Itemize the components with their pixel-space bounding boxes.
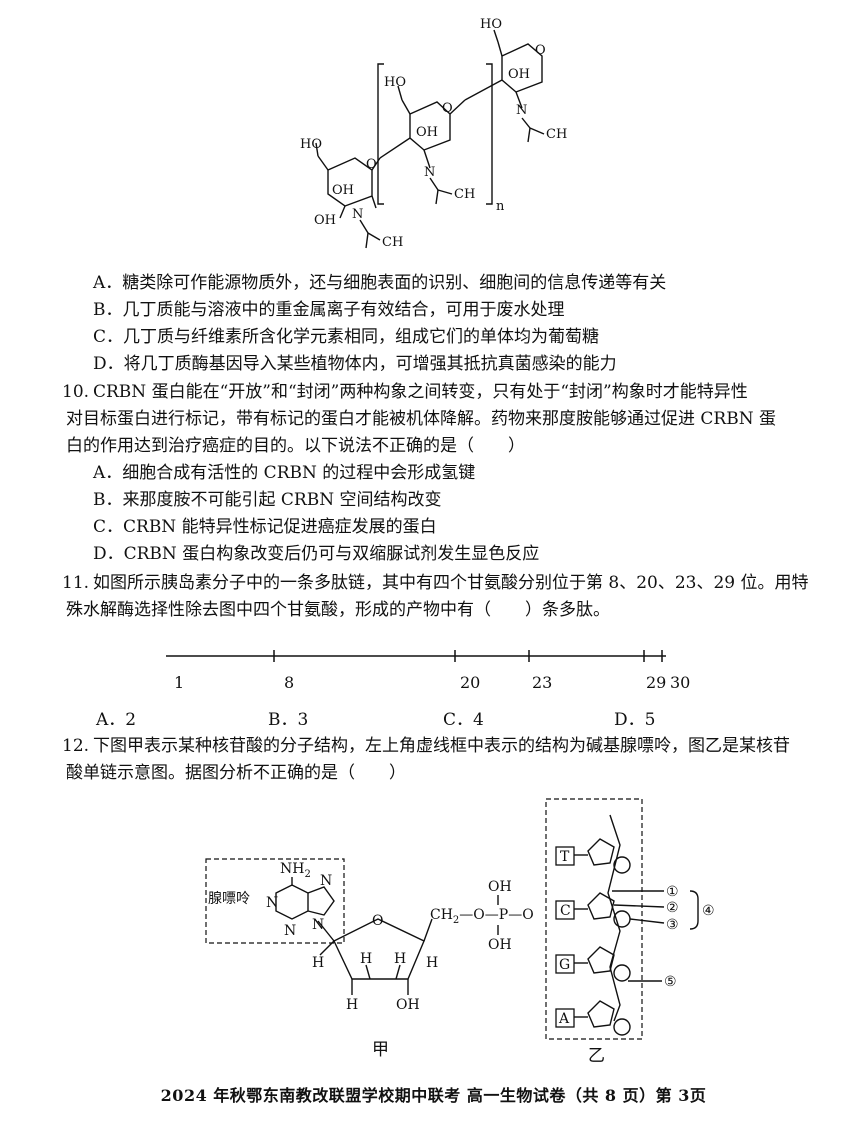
q11-stem-line-1: 如图所示胰岛素分子中的一条多肽链，其中有四个甘氨酸分别位于第 8、20、23、2…: [93, 573, 809, 593]
q10-stem-line-3: 白的作用达到治疗癌症的目的。以下说法不正确的是（ ）: [66, 436, 525, 456]
figure-jia-caption: 甲: [372, 1040, 389, 1060]
marker-3: ③: [666, 917, 679, 933]
struct-ho-3: HO: [480, 17, 502, 32]
base-g: G: [559, 957, 570, 973]
struct-nh-3: N: [516, 103, 527, 118]
q11-number: 11.: [62, 573, 90, 593]
struct-ch3-1: CH: [382, 235, 403, 250]
q11-stem-line-2: 殊水解酶选择性除去图中四个甘氨酸，形成的产物中有（ ）条多肽。: [66, 600, 610, 620]
ribose-h-5: H: [346, 997, 358, 1013]
base-label: 腺嘌呤: [208, 891, 250, 907]
q10-option-d: D．CRBN 蛋白构象改变后仍可与双缩脲试剂发生显色反应: [93, 544, 540, 564]
ribose-h-4: H: [426, 955, 438, 971]
chain-label-20: 20: [460, 673, 480, 692]
ch2-o-p-group: CH2—O—P—O: [430, 907, 534, 926]
struct-ch3-3: CH: [546, 127, 567, 142]
q10-stem-line-1: CRBN 蛋白能在“开放”和“封闭”两种构象之间转变，只有处于“封闭”构象时才能…: [93, 382, 748, 402]
nucleotide-strand-figure: T C G A ① ② ③ ④ ⑤ 乙: [545, 798, 715, 1065]
chain-label-23: 23: [532, 673, 552, 692]
base-c: C: [560, 903, 571, 919]
struct-o-2: O: [442, 101, 453, 116]
q11-choice-a: A．2: [96, 710, 137, 730]
purine-n-3: N: [320, 873, 332, 889]
struct-n-subscript: n: [496, 199, 505, 214]
struct-oh-1: OH: [332, 183, 354, 198]
q11-choice-c: C．4: [443, 710, 484, 730]
ribose-o: O: [372, 913, 383, 929]
q10-stem-line-2: 对目标蛋白进行标记，带有标记的蛋白才能被机体降解。药物来那度胺能够通过促进 CR…: [66, 409, 776, 429]
q10-option-a: A．细胞合成有活性的 CRBN 的过程中会形成氢键: [93, 463, 476, 483]
q9-option-d: D．将几丁质酶基因导入某些植物体内，可增强其抵抗真菌感染的能力: [93, 354, 617, 374]
polypeptide-chain-diagram: 1 8 20 23 29 30: [166, 650, 690, 692]
nucleotide-structure-figure: 腺嘌呤 NH2 N N N N O H H H H H OH CH2—O—P—O…: [205, 858, 534, 1060]
nh2-label: NH2: [280, 861, 311, 880]
struct-nh-1: N: [352, 207, 363, 222]
phosphate-oh-top: OH: [488, 879, 512, 895]
q12-stem-line-1: 下图甲表示某种核苷酸的分子结构，左上角虚线框中表示的结构为碱基腺嘌呤，图乙是某核…: [93, 736, 790, 756]
struct-o-1: O: [366, 157, 377, 172]
purine-n-4: N: [312, 917, 324, 933]
base-t: T: [560, 849, 570, 865]
phosphate-oh-bottom: OH: [488, 937, 512, 953]
q10-number: 10.: [62, 382, 90, 402]
marker-1: ①: [666, 884, 679, 900]
struct-ho-2: HO: [384, 75, 406, 90]
marker-4: ④: [702, 903, 715, 919]
ribose-h-3: H: [394, 951, 406, 967]
q10-option-b: B．来那度胺不可能引起 CRBN 空间结构改变: [93, 490, 442, 510]
strand-dashed-box: [545, 798, 643, 1040]
struct-oh-2: OH: [314, 213, 336, 228]
purine-n-2: N: [284, 923, 296, 939]
struct-oh-4: OH: [508, 67, 530, 82]
q12-number: 12.: [62, 736, 90, 756]
struct-oh-3: OH: [416, 125, 438, 140]
ribose-h-2: H: [360, 951, 372, 967]
q12-stem-line-2: 酸单链示意图。据图分析不正确的是（ ）: [66, 763, 406, 783]
struct-nh-2: N: [424, 165, 435, 180]
figure-yi-caption: 乙: [588, 1046, 605, 1065]
q10-option-c: C．CRBN 能特异性标记促进癌症发展的蛋白: [93, 517, 437, 537]
chitin-structure-figure: HO OH O OH N CH HO OH O N CH HO OH O N C…: [300, 17, 567, 250]
chain-label-29: 29: [646, 673, 666, 692]
base-a: A: [558, 1011, 570, 1027]
struct-ho-1: HO: [300, 137, 322, 152]
q9-option-c: C．几丁质与纤维素所含化学元素相同，组成它们的单体均为葡萄糖: [93, 327, 600, 347]
adenine-dashed-box: [205, 858, 345, 944]
q9-option-a: A．糖类除可作能源物质外，还与细胞表面的识别、细胞间的信息传递等有关: [93, 273, 667, 293]
ribose-h-1: H: [312, 955, 324, 971]
page-footer: 2024 年秋鄂东南教改联盟学校期中联考 高一生物试卷（共 8 页）第 3页: [160, 1086, 707, 1105]
ribose-oh: OH: [396, 997, 420, 1013]
purine-n-1: N: [266, 895, 278, 911]
marker-2: ②: [666, 900, 679, 916]
chain-label-30: 30: [670, 673, 690, 692]
chain-label-1: 1: [174, 673, 184, 692]
marker-5: ⑤: [664, 974, 677, 990]
q11-choice-d: D．5: [614, 710, 656, 730]
struct-o-3: O: [535, 43, 546, 58]
q9-option-b: B．几丁质能与溶液中的重金属离子有效结合，可用于废水处理: [93, 300, 565, 320]
struct-ch3-2: CH: [454, 187, 475, 202]
chain-label-8: 8: [284, 673, 294, 692]
q11-choice-b: B．3: [268, 710, 309, 730]
